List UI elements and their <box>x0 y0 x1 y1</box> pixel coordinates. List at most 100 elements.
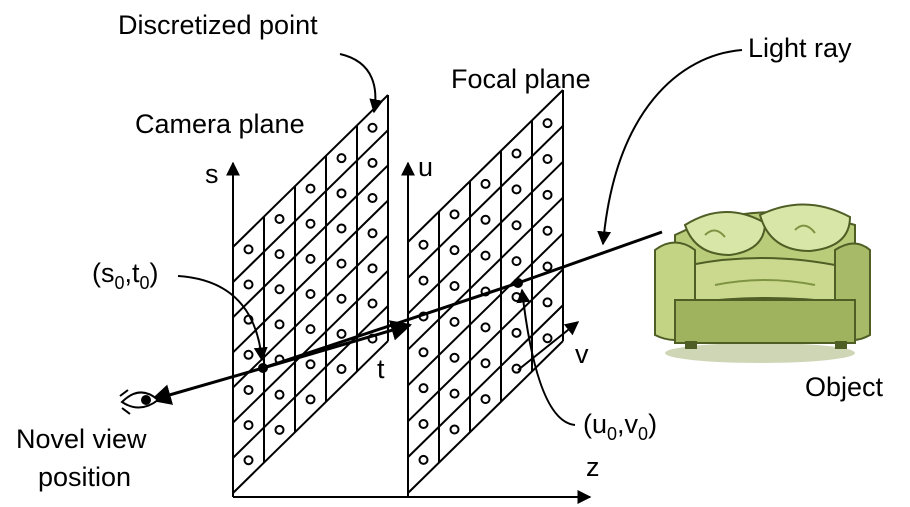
discretized-point-arrow <box>339 53 384 114</box>
camera-plane-grid-point <box>367 122 378 133</box>
focal-plane-grid-point <box>542 333 553 344</box>
camera-plane-grid-point <box>274 284 285 295</box>
camera-plane-grid-point <box>367 298 378 309</box>
focal-plane-grid-point <box>418 419 429 430</box>
camera-plane-grid-point <box>243 384 254 395</box>
s0t0-label: (s0,t0) <box>92 258 159 293</box>
novel-view-label-line1: Novel view <box>16 424 147 454</box>
focal-plane-grid-point <box>542 225 553 236</box>
callouts <box>177 49 743 426</box>
focal-plane-grid-line <box>407 268 564 422</box>
camera-plane-grid-line <box>232 234 389 389</box>
camera-plane-grid-point <box>305 394 316 405</box>
light-ray-label: Light ray <box>748 33 852 63</box>
light-ray-path <box>149 230 663 405</box>
camera-plane-grid-point <box>336 223 347 234</box>
camera-plane-grid <box>232 94 389 494</box>
focal-plane-grid-line <box>407 304 564 458</box>
camera-plane-grid-point <box>243 349 254 360</box>
focal-plane-grid-point <box>480 178 491 189</box>
v-axis <box>517 321 580 371</box>
focal-plane-grid-line <box>407 340 564 494</box>
camera-plane-grid-point <box>274 319 285 330</box>
camera-plane-grid-point <box>367 263 378 274</box>
s-axis-label: s <box>205 159 219 189</box>
camera-plane-grid-line <box>232 270 389 424</box>
s0t0-close: ) <box>150 258 159 288</box>
camera-plane-grid-point <box>274 249 285 260</box>
focal-plane-grid-point <box>418 454 429 465</box>
focal-plane-grid-point <box>449 209 460 220</box>
focal-plane-grid-point <box>511 256 522 267</box>
focal-plane-grid-point <box>511 291 522 302</box>
z-axis-label: z <box>586 452 600 482</box>
focal-plane-grid-point <box>511 184 522 195</box>
camera-plane-grid-point <box>336 258 347 269</box>
camera-plane-grid-point <box>336 293 347 304</box>
focal-plane-grid-point <box>449 281 460 292</box>
t-axis-label: t <box>377 354 385 384</box>
camera-plane-grid-line <box>232 340 389 494</box>
object-label: Object <box>805 372 884 402</box>
ray-camera-to-eye <box>149 366 264 405</box>
camera-plane-grid-point <box>274 389 285 400</box>
u-axis-label: u <box>418 152 433 182</box>
s0t0-arrow <box>177 275 268 362</box>
focal-plane-grid-line <box>407 196 564 351</box>
camera-plane-grid-point <box>336 328 347 339</box>
u0v0-arrow <box>516 288 576 426</box>
focal-plane-grid-point <box>511 220 522 231</box>
focal-plane-grid-point <box>418 383 429 394</box>
camera-plane-grid-point <box>305 359 316 370</box>
focal-plane-grid <box>407 89 564 494</box>
point-u0v0 <box>513 278 523 288</box>
sofa-icon <box>654 203 871 363</box>
camera-plane-grid-point <box>243 244 254 255</box>
camera-plane-label: Camera plane <box>135 109 305 139</box>
camera-plane-grid-point <box>243 455 254 466</box>
eye-icon <box>119 389 160 415</box>
s0t0-sub2: 0 <box>140 273 150 293</box>
focal-plane-grid-point <box>542 189 553 200</box>
u0v0-sub1: 0 <box>607 424 617 444</box>
focal-plane-grid-line <box>407 232 564 387</box>
focal-plane-grid-point <box>449 316 460 327</box>
camera-plane-grid-point <box>367 228 378 239</box>
camera-plane-grid-point <box>367 157 378 168</box>
u0v0-label: (u0,v0) <box>583 409 657 444</box>
camera-plane-grid-line <box>232 199 389 354</box>
u0v0-mid: ,v <box>617 409 639 439</box>
camera-plane-grid-point <box>305 218 316 229</box>
camera-plane-grid-line <box>232 164 389 318</box>
focal-plane-grid-point <box>542 297 553 308</box>
focal-plane-grid-point <box>449 245 460 256</box>
camera-plane-grid-line <box>232 305 389 459</box>
novel-view-label-line2: position <box>38 462 131 492</box>
focal-plane-grid-point <box>511 327 522 338</box>
s0t0-sub1: 0 <box>115 273 125 293</box>
focal-plane-grid-point <box>418 275 429 286</box>
focal-plane-grid-point <box>418 239 429 250</box>
ray-object-to-focal <box>517 230 663 285</box>
focal-plane-grid-line <box>407 89 564 243</box>
u0v0-close: ) <box>648 409 657 439</box>
camera-plane-grid-point <box>305 324 316 335</box>
focal-plane-grid-point <box>480 250 491 261</box>
s0t0-open: (s <box>92 258 115 288</box>
u0v0-open: (u <box>583 409 607 439</box>
focal-plane-grid-point <box>542 153 553 164</box>
camera-plane-grid-point <box>274 213 285 224</box>
focal-plane-grid-point <box>449 424 460 435</box>
camera-plane-grid-point <box>274 424 285 435</box>
camera-plane-grid-point <box>305 183 316 194</box>
u0v0-sub2: 0 <box>638 424 648 444</box>
ray-focal-to-camera <box>262 281 519 370</box>
focal-plane-grid-point <box>542 118 553 129</box>
focal-plane-grid-point <box>480 214 491 225</box>
focal-plane-grid-point <box>449 352 460 363</box>
focal-plane-grid-point <box>449 388 460 399</box>
focal-plane-grid-point <box>418 347 429 358</box>
s0t0-mid: ,t <box>125 258 141 288</box>
discretized-point-label: Discretized point <box>118 10 318 40</box>
